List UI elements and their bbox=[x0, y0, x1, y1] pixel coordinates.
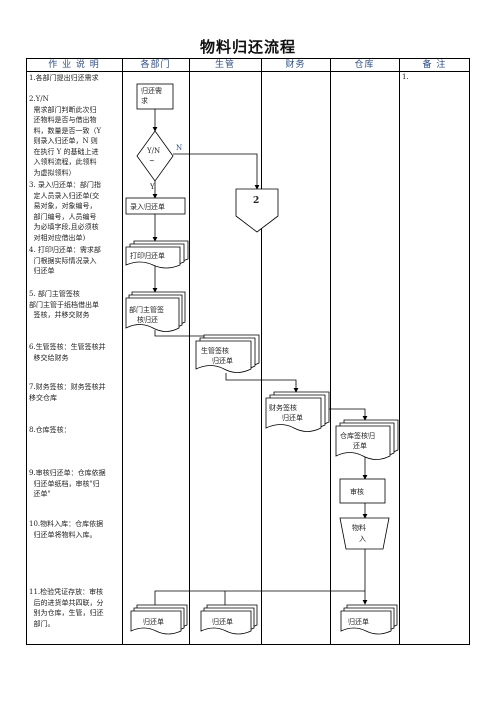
print-return-node bbox=[125, 240, 189, 269]
step-8-text: 8.仓库签核： bbox=[29, 426, 71, 434]
yes-no-decision-node: Y/N ~ bbox=[136, 130, 174, 182]
doc-dept-label: 归还单 bbox=[143, 617, 164, 626]
warehouse-sign-node bbox=[335, 419, 399, 460]
doc-warehouse-node bbox=[340, 604, 398, 635]
print-return-label: 打印归还单 bbox=[130, 251, 165, 260]
column-header-remarks: 备 注 bbox=[422, 60, 447, 70]
connector-label: 2 bbox=[253, 196, 259, 206]
column-divider bbox=[122, 58, 123, 645]
material-storage-node: 物料 入 bbox=[339, 517, 390, 550]
doc-warehouse-label: 归还单 bbox=[348, 617, 369, 626]
dept-sign-line1: 部门主管签 bbox=[129, 305, 164, 314]
decision-label-tail: ~ bbox=[149, 157, 155, 165]
enter-return-label: 录入归还单 bbox=[130, 202, 165, 211]
return-request-node: 归还需 求 bbox=[136, 83, 174, 110]
finance-sign-node bbox=[265, 391, 330, 432]
no-label: N bbox=[176, 144, 182, 152]
column-header-departments: 各部门 bbox=[140, 60, 171, 70]
finance-sign-line2: 归还单 bbox=[282, 413, 303, 422]
return-request-label: 归还需 求 bbox=[141, 86, 164, 105]
return-request-line1: 归还需 bbox=[141, 86, 162, 95]
material-storage-line2: 入 bbox=[359, 535, 366, 543]
column-divider bbox=[189, 58, 190, 645]
production-sign-label: 生管签核 归还单 bbox=[201, 346, 233, 365]
column-divider bbox=[330, 58, 331, 645]
dept-sign-label: 部门主管签 核归还 bbox=[129, 305, 166, 324]
step-6-text: 6.生管签核：生管签核并 移交给财务 bbox=[29, 343, 106, 362]
step-5-text: 5. 部门主管签核 部门主管于纸档借出单 签核，并移交财务 bbox=[29, 290, 99, 319]
decision-label: Y/N bbox=[146, 147, 160, 155]
column-divider bbox=[399, 58, 400, 645]
step-1-text: 1.各部门提出归还需求 bbox=[29, 74, 99, 82]
dept-sign-line2: 核归还 bbox=[137, 315, 158, 324]
off-page-connector-2: 2 bbox=[235, 188, 279, 233]
audit-label: 审核 bbox=[350, 487, 364, 496]
flowchart-table bbox=[26, 58, 470, 645]
column-header-production: 生管 bbox=[214, 60, 235, 70]
step-7-text: 7.财务签核：财务签核并 移交仓库 bbox=[29, 383, 106, 402]
column-header-warehouse: 仓库 bbox=[354, 60, 375, 70]
step-10-text: 10.物料入库：仓库依据 归还单将物料入库。 bbox=[29, 520, 104, 539]
step-3-text: 3. 录入归还单：部门指 定人员录入归还单(交 易对象，对象编号， 部门编号，人… bbox=[29, 181, 101, 242]
warehouse-sign-line1: 仓库签核归 bbox=[340, 431, 375, 440]
step-4-text: 4. 打印归还单：需求部 门根据实际情况录入 归还单 bbox=[29, 246, 101, 275]
finance-sign-line1: 财务签核 bbox=[269, 403, 297, 412]
doc-dept-node bbox=[130, 604, 188, 635]
step-2-text: 2.Y/N 需求部门判断此次归 还物料是否与借出物 料，数量是否一致（Y 则录入… bbox=[29, 95, 102, 177]
step-9-text: 9.审核归还单：仓库依据 归还单纸档，审核"归 还单" bbox=[29, 469, 106, 498]
warehouse-sign-label: 仓库签核归 还单 bbox=[340, 431, 377, 450]
material-storage-line1: 物料 bbox=[352, 523, 366, 532]
page-title: 物料归还流程 bbox=[199, 38, 296, 56]
yes-label: Y bbox=[149, 183, 155, 191]
doc-production-node bbox=[200, 604, 258, 635]
production-sign-node bbox=[195, 334, 260, 373]
column-header-description: 作 业 说 明 bbox=[48, 60, 100, 70]
header-divider bbox=[26, 71, 470, 72]
finance-sign-label: 财务签核 归还单 bbox=[269, 403, 303, 422]
column-divider bbox=[261, 58, 262, 645]
dept-sign-node bbox=[125, 291, 186, 332]
production-sign-line1: 生管签核 bbox=[201, 346, 229, 355]
remark-note: 1. bbox=[402, 73, 409, 81]
step-11-text: 11.检验凭证存放：审核 后的进货单共四联，分 别为仓库，生管，归还 部门。 bbox=[29, 588, 104, 628]
flow-connectors bbox=[152, 109, 368, 611]
warehouse-sign-line2: 还单 bbox=[353, 441, 367, 450]
return-request-line2: 求 bbox=[141, 96, 148, 105]
production-sign-line2: 归还单 bbox=[212, 356, 233, 365]
doc-production-label: 归还单 bbox=[212, 617, 233, 626]
material-storage-label: 物料 入 bbox=[352, 523, 368, 543]
column-header-finance: 财务 bbox=[285, 60, 306, 70]
enter-return-node: 录入归还单 bbox=[125, 197, 186, 215]
audit-node: 审核 bbox=[339, 478, 386, 504]
